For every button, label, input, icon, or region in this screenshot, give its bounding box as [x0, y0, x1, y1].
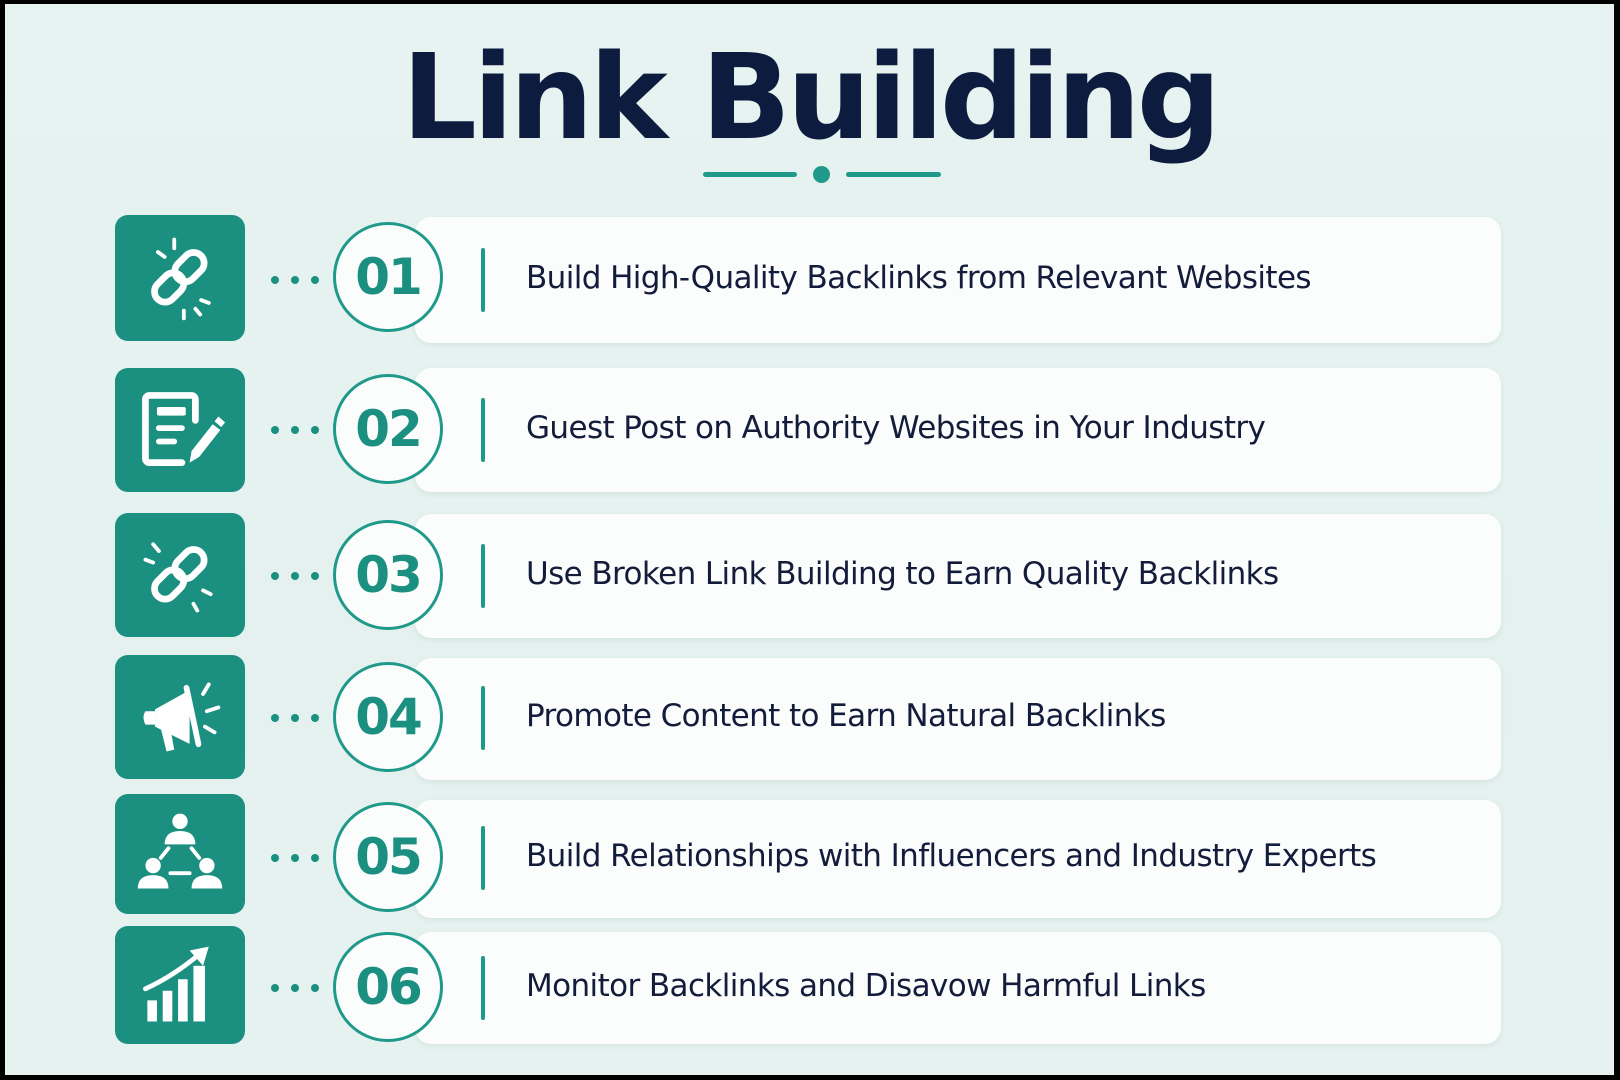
step-icon-box — [115, 655, 245, 779]
step-icon-box — [115, 794, 245, 914]
growth-chart-icon — [143, 946, 209, 1022]
step-card — [415, 800, 1501, 918]
step-card — [415, 658, 1501, 780]
step-text: Build High-Quality Backlinks from Releva… — [526, 260, 1312, 296]
step-card — [415, 368, 1501, 492]
step-divider — [481, 398, 485, 462]
step-divider — [481, 544, 485, 608]
step-card — [415, 932, 1501, 1044]
step-divider — [481, 686, 485, 750]
document-edit-icon — [142, 392, 226, 466]
connector-dots — [265, 854, 325, 862]
connector-dots — [265, 572, 325, 580]
broken-link-icon — [143, 542, 213, 613]
step-icon-box — [115, 215, 245, 341]
step-number-badge: 01 — [333, 222, 443, 332]
connector-dots — [265, 714, 325, 722]
step-icon-box — [115, 513, 245, 637]
infographic: Link Building 01 Build High-Quality Back… — [5, 4, 1614, 1075]
connector-dots — [265, 984, 325, 992]
page-title: Link Building — [401, 28, 1221, 166]
step-divider — [481, 826, 485, 890]
connector-dots — [265, 426, 325, 434]
title-divider-left — [703, 172, 797, 177]
step-number-badge: 06 — [333, 932, 443, 1042]
step-text: Promote Content to Earn Natural Backlink… — [526, 698, 1166, 734]
step-number-badge: 02 — [333, 374, 443, 484]
step-card — [415, 514, 1501, 638]
title-divider-dot — [813, 166, 830, 183]
title-divider-right — [846, 172, 941, 177]
step-text: Use Broken Link Building to Earn Quality… — [526, 556, 1279, 592]
step-icon-box — [115, 926, 245, 1044]
step-divider — [481, 956, 485, 1020]
step-icon-box — [115, 368, 245, 492]
megaphone-icon — [143, 682, 221, 752]
step-text: Monitor Backlinks and Disavow Harmful Li… — [526, 968, 1206, 1004]
step-text: Build Relationships with Influencers and… — [526, 838, 1377, 874]
step-number-badge: 03 — [333, 520, 443, 630]
step-number-badge: 04 — [333, 662, 443, 772]
step-divider — [481, 248, 485, 312]
broken-link-icon — [151, 237, 211, 321]
step-number-badge: 05 — [333, 802, 443, 912]
step-card — [415, 217, 1501, 343]
connector-dots — [265, 276, 325, 284]
step-text: Guest Post on Authority Websites in Your… — [526, 410, 1266, 446]
network-people-icon — [137, 813, 223, 889]
